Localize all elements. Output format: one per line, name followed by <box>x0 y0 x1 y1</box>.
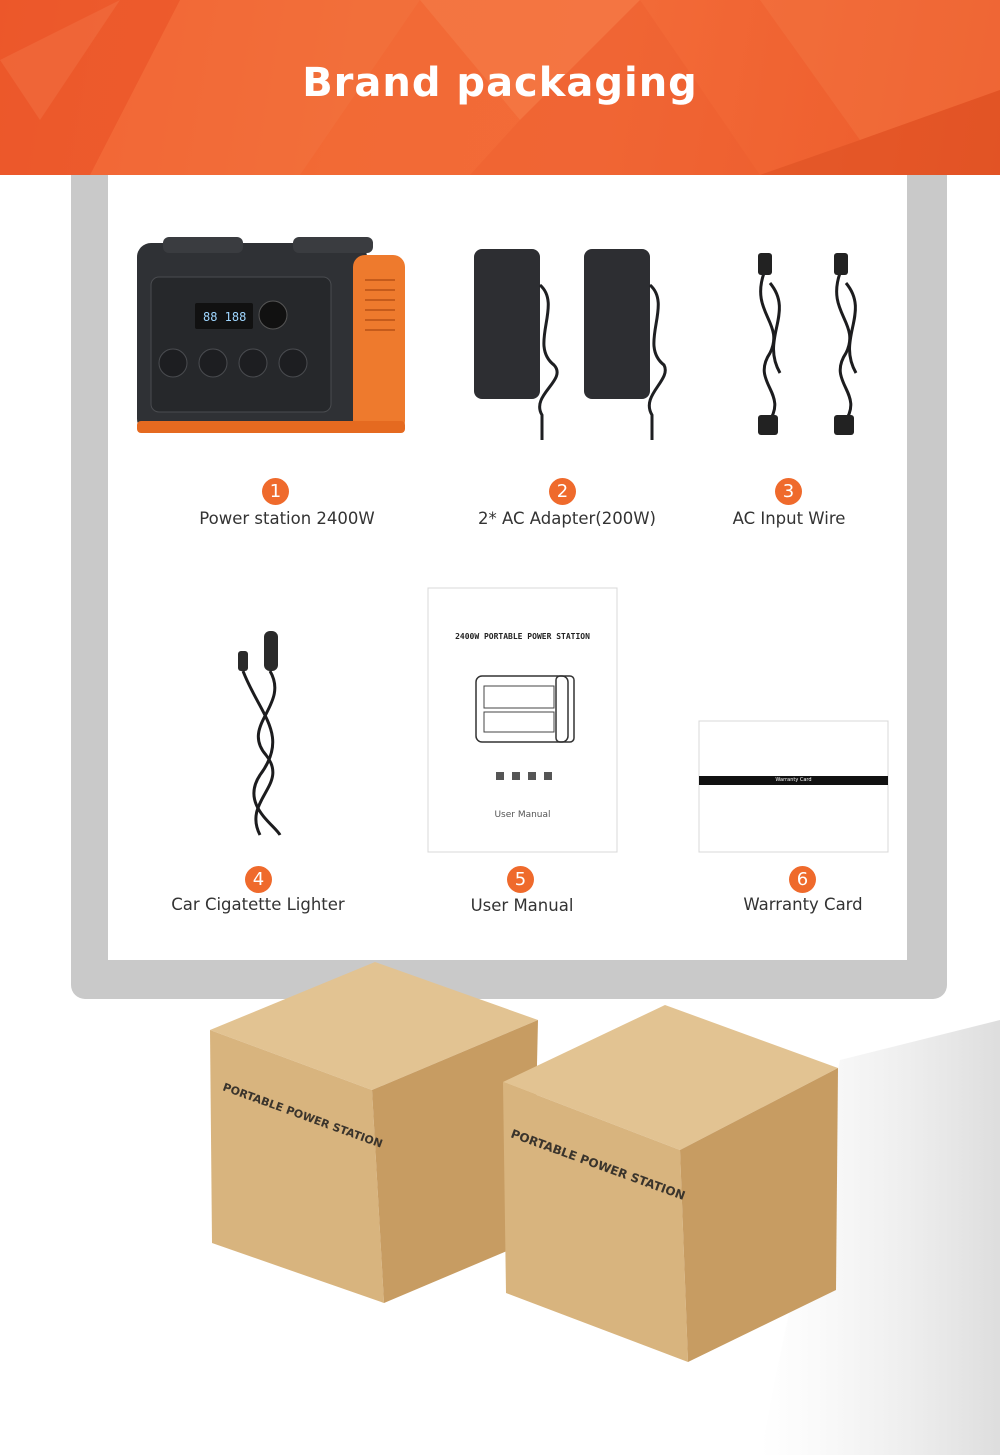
header-banner: Brand packaging <box>0 0 1000 175</box>
item-number-4: 4 <box>245 866 272 893</box>
item-number-6: 6 <box>789 866 816 893</box>
manual-cover-subtitle: User Manual <box>494 810 551 820</box>
ac-input-wires-image <box>758 253 858 435</box>
item-number-3: 3 <box>775 478 802 505</box>
warranty-card-label: Warranty Card <box>775 777 812 783</box>
item-label-power-station: Power station 2400W <box>199 509 375 528</box>
item-label-warranty-card: Warranty Card <box>743 895 863 914</box>
item-number-5: 5 <box>507 866 534 893</box>
banner-facets-decoration <box>0 0 1000 175</box>
warranty-card-image <box>698 720 889 853</box>
item-number-1: 1 <box>262 478 289 505</box>
item-number-2: 2 <box>549 478 576 505</box>
user-manual-image <box>427 587 618 853</box>
item-label-ac-input-wire: AC Input Wire <box>732 509 846 528</box>
item-label-user-manual: User Manual <box>470 896 574 915</box>
page-title: Brand packaging <box>302 60 698 106</box>
ac-adapters-image <box>474 249 667 440</box>
item-label-ac-adapter: 2* AC Adapter(200W) <box>478 509 656 528</box>
power-station-image: 88 188 <box>137 237 405 433</box>
car-lighter-cable-image <box>238 631 282 836</box>
svg-text:88 188: 88 188 <box>203 310 246 324</box>
manual-cover-title: 2400W PORTABLE POWER STATION <box>455 632 590 641</box>
cardboard-boxes-image: PORTABLE POWER STATION PORTABLE POWER ST… <box>210 962 1000 1455</box>
item-label-car-lighter: Car Cigatette Lighter <box>171 895 345 914</box>
